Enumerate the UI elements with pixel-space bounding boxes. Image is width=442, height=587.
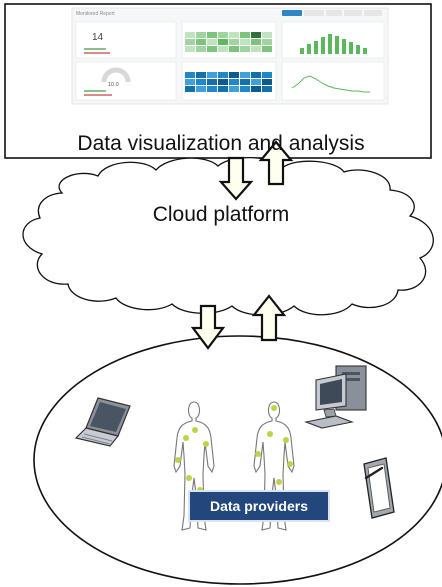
heatmap-tile <box>185 39 195 45</box>
mini-bar-chart <box>300 34 367 54</box>
mini-bar <box>349 42 353 54</box>
line-chart-panel <box>281 61 385 101</box>
arrow-down-icon <box>190 304 226 350</box>
heatmap-tile <box>240 32 250 38</box>
mini-bar <box>300 48 304 54</box>
tablet-icon <box>363 457 395 519</box>
human-body-sensor-icon <box>173 401 215 531</box>
dashboard-button-bar <box>282 10 382 16</box>
heatmap-tile <box>218 79 228 85</box>
heatmap-tile <box>229 46 239 52</box>
mini-bar <box>356 45 360 54</box>
heatmap-tile <box>240 79 250 85</box>
heatmap-tile <box>185 79 195 85</box>
heatmap-tile <box>240 46 250 52</box>
heatmap-tile <box>251 72 261 78</box>
bar-chart-panel <box>281 21 385 59</box>
heatmap-tile <box>240 72 250 78</box>
heatmap-tile <box>207 79 217 85</box>
human-body-sensor-icon <box>253 401 295 531</box>
kpi-value-2: 10.0 <box>108 82 119 88</box>
cloud-platform-label: Cloud platform <box>152 203 290 226</box>
mini-bar <box>342 39 346 54</box>
heatmap-tile <box>196 32 206 38</box>
kpi-value-1: 14 <box>92 32 104 43</box>
heatmap-tile <box>251 32 261 38</box>
desktop-computer-icon <box>304 365 367 429</box>
dashboard-title: Monitored Report <box>76 11 115 17</box>
heatmap-tile <box>185 46 195 52</box>
gauge-arc <box>101 67 131 83</box>
heatmap-tile <box>196 86 206 92</box>
heatmap-tile <box>207 72 217 78</box>
laptop-icon <box>74 397 131 447</box>
mini-bar <box>328 34 332 54</box>
heatmap-tile <box>262 39 272 45</box>
heatmap-tile <box>196 39 206 45</box>
heatmap-tile <box>229 32 239 38</box>
gauge-panel <box>75 61 177 101</box>
green-heatmap-tiles <box>185 32 272 52</box>
arrow-up-icon <box>251 294 287 342</box>
mini-bar <box>321 37 325 54</box>
heatmap-tile <box>185 72 195 78</box>
arrow-down-icon <box>218 156 254 201</box>
heatmap-tile <box>240 86 250 92</box>
heatmap-tile <box>218 32 228 38</box>
visualization-layer-label: Data visualization and analysis <box>77 132 365 155</box>
cloud-icon <box>22 156 434 316</box>
heatmap-tile <box>251 46 261 52</box>
heatmap-tile <box>262 46 272 52</box>
blue-heatmap-tiles <box>185 72 272 92</box>
heatmap-tile <box>207 46 217 52</box>
heatmap-tile <box>262 86 272 92</box>
arrow-up-icon <box>258 140 294 186</box>
heatmap-tile <box>251 86 261 92</box>
mini-bar <box>335 36 339 54</box>
mini-bar <box>363 48 367 54</box>
dashboard-screenshot: Monitored Report 14 10.0 <box>71 7 389 105</box>
heatmap-tile <box>262 72 272 78</box>
heatmap-tile <box>251 39 261 45</box>
heatmap-tile <box>229 86 239 92</box>
heatmap-tile <box>207 32 217 38</box>
heatmap-tile <box>207 86 217 92</box>
mini-bar <box>307 44 311 54</box>
heatmap-tile <box>240 39 250 45</box>
heatmap-tile <box>218 39 228 45</box>
heatmap-tile <box>218 86 228 92</box>
heatmap-tile <box>207 39 217 45</box>
heatmap-tile <box>262 79 272 85</box>
heatmap-tile <box>218 46 228 52</box>
heatmap-tile <box>185 32 195 38</box>
heatmap-tile <box>251 79 261 85</box>
heatmap-tile <box>229 39 239 45</box>
heatmap-tile <box>229 72 239 78</box>
mini-line-chart <box>291 75 370 93</box>
data-providers-badge: Data providers <box>188 490 330 522</box>
heatmap-tile <box>196 79 206 85</box>
mini-bar <box>314 41 318 54</box>
heatmap-tile <box>229 79 239 85</box>
heatmap-tile <box>196 72 206 78</box>
heatmap-tile <box>218 72 228 78</box>
heatmap-tile <box>262 32 272 38</box>
heatmap-tile <box>185 86 195 92</box>
heatmap-tile <box>196 46 206 52</box>
